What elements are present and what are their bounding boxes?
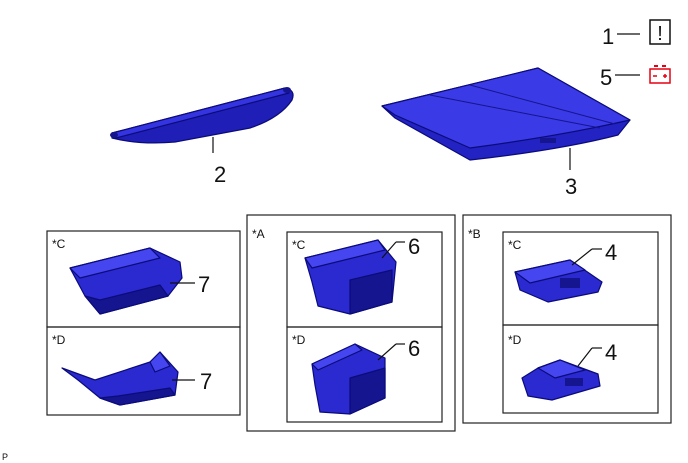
callout-4b: 4	[605, 340, 617, 365]
tag-left-d: *D	[52, 333, 66, 347]
part-4-panel-d: 4	[521, 340, 617, 401]
footer-mark: P	[2, 452, 8, 462]
callout-6b: 6	[408, 336, 420, 361]
part-2-tonneau-cover: 2	[110, 87, 294, 187]
part-7-tray-c: 7	[69, 247, 210, 315]
box-b	[462, 214, 672, 424]
callout-5: 5	[600, 65, 612, 90]
callout-1: 1	[602, 24, 614, 49]
legend-battery: 5	[600, 65, 671, 90]
tag-b: *B	[468, 227, 481, 241]
box-mid-d	[286, 326, 443, 423]
battery-icon	[649, 65, 671, 84]
part-6-box-d: 6	[311, 336, 420, 415]
part-7-tray-d: 7	[61, 351, 212, 406]
tag-a: *A	[252, 227, 265, 241]
box-a	[246, 214, 456, 432]
tag-left-c: *C	[52, 237, 66, 251]
box-left-d	[46, 326, 241, 416]
caution-icon	[649, 19, 671, 45]
callout-2: 2	[214, 162, 226, 187]
tag-right-d: *D	[508, 333, 522, 347]
tag-right-c: *C	[508, 238, 522, 252]
tag-mid-d: *D	[292, 333, 306, 347]
caution-symbol: !	[657, 23, 663, 45]
tag-mid-c: *C	[292, 238, 306, 252]
box-right-d	[502, 324, 659, 414]
part-4-panel-c: 4	[514, 240, 617, 303]
callout-6a: 6	[408, 234, 420, 259]
callout-4a: 4	[605, 240, 617, 265]
callout-7a: 7	[198, 272, 210, 297]
legend-caution: 1 !	[602, 19, 671, 49]
part-6-box-c: 6	[304, 234, 420, 315]
part-3-deck-board: 3	[381, 67, 631, 199]
callout-3: 3	[565, 174, 577, 199]
callout-7b: 7	[200, 369, 212, 394]
